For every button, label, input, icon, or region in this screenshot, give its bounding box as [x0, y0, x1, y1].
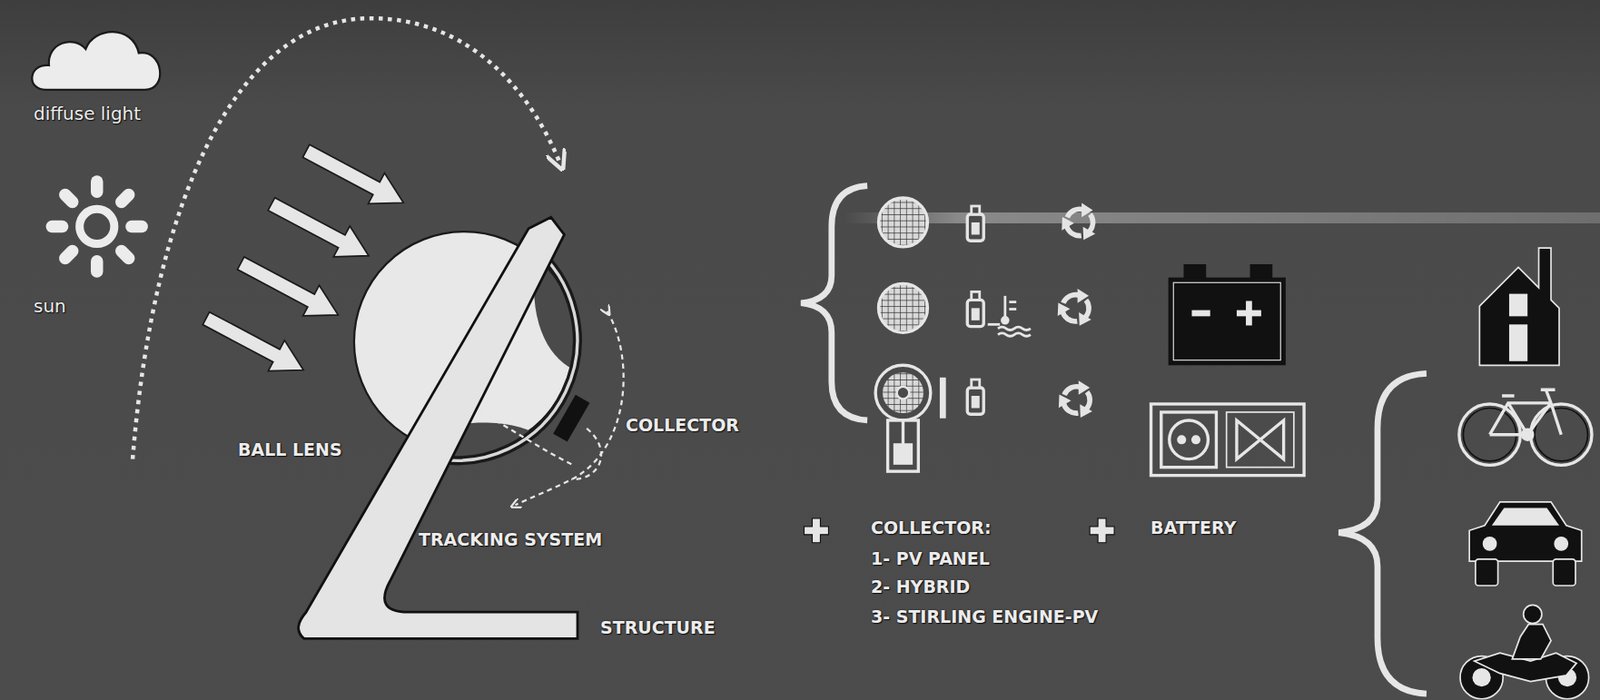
- light-streak: [844, 212, 1600, 224]
- part-label: TRACKING SYSTEM: [418, 530, 603, 551]
- cloud-icon: [31, 31, 160, 90]
- pv-cell-icon: [875, 197, 931, 421]
- list-item: 3- STIRLING ENGINE-PV: [870, 607, 1098, 628]
- car-icon: [1469, 502, 1582, 586]
- house-window: [1509, 294, 1528, 317]
- list-item: 2- HYBRID: [870, 577, 970, 598]
- bicycle-icon: [1459, 389, 1592, 465]
- part-label: COLLECTOR: [625, 415, 740, 436]
- stirling-engine-icon: [888, 377, 947, 472]
- bottle-icon: [967, 291, 984, 326]
- brace: [1338, 373, 1427, 694]
- part-label: BATTERY: [1150, 518, 1236, 539]
- bottle-icon: [967, 379, 984, 415]
- list-heading: COLLECTOR:: [870, 518, 992, 539]
- house-door: [1509, 324, 1528, 361]
- house-icon: [1479, 247, 1560, 366]
- recycle-icon: [1052, 288, 1094, 330]
- part-label: STRUCTURE: [600, 618, 716, 639]
- bottle-icon: [967, 206, 984, 241]
- collector-block: [553, 395, 590, 443]
- sun-label: sun: [33, 296, 67, 317]
- battery-icon: [1168, 264, 1286, 366]
- socket-icon: [1151, 404, 1305, 476]
- recycle-icon: [1056, 203, 1097, 245]
- structure-stand: [298, 217, 578, 639]
- brace: [800, 186, 868, 421]
- heat-icon: [987, 296, 1031, 336]
- motorbike-icon: [1460, 604, 1590, 699]
- plus-sign: [803, 518, 1115, 544]
- list-item: 1- PV PANEL: [870, 549, 990, 570]
- sky-label: diffuse light: [33, 103, 141, 125]
- sun-icon: [46, 175, 149, 277]
- recycle-icon: [1053, 380, 1095, 422]
- part-label: BALL LENS: [237, 440, 343, 461]
